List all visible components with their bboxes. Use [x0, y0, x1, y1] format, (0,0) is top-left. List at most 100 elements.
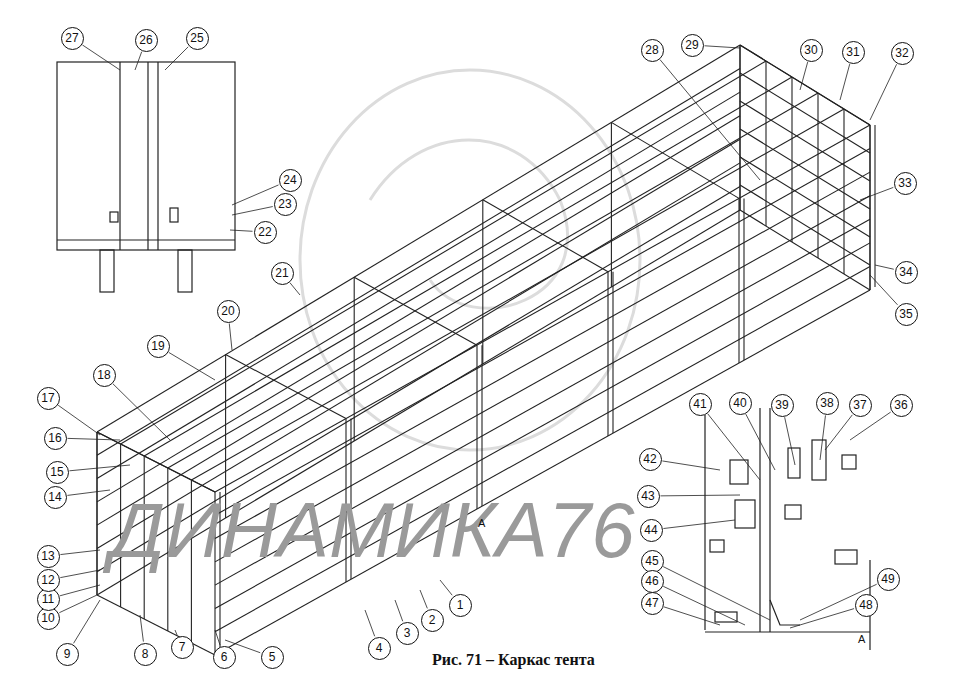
callout-text: 38 [820, 397, 833, 409]
leader-lines [58, 45, 897, 653]
watermark: ДИНАМИКА76 [110, 485, 635, 576]
side-post [874, 125, 875, 287]
callout-number: 17 [37, 387, 60, 410]
callout-number: 47 [641, 592, 664, 615]
callout-number: 42 [639, 448, 662, 471]
callout-text: 41 [693, 398, 706, 410]
callout-number: 9 [56, 643, 79, 666]
roof-slat [168, 93, 818, 468]
callout-text: 39 [775, 399, 788, 411]
callout-text: 40 [733, 397, 746, 409]
callout-text: 28 [645, 44, 658, 56]
leader-line [59, 595, 97, 613]
leader-line [365, 610, 375, 636]
callout-text: 36 [894, 399, 907, 411]
callout-number: 12 [37, 569, 60, 592]
side-slat [215, 266, 870, 631]
callout-number: 37 [849, 394, 872, 417]
leader-line [69, 465, 130, 471]
callout-text: 15 [50, 466, 63, 478]
leader-line [800, 62, 808, 90]
far-post [482, 200, 483, 364]
callout-text: 27 [65, 32, 78, 44]
leader-line [660, 60, 760, 180]
callout-number: 24 [279, 169, 302, 192]
callout-text: 12 [41, 574, 54, 586]
callout-number: 19 [147, 335, 170, 358]
callout-number: 34 [895, 261, 918, 284]
leader-line [660, 495, 740, 497]
callout-text: 1 [457, 599, 464, 611]
callout-text: 17 [41, 392, 54, 404]
roof-slat [121, 61, 766, 444]
callout-number: 2 [421, 609, 444, 632]
callout-number: 21 [271, 262, 294, 285]
callout-text: 7 [179, 641, 186, 653]
callout-number: 44 [640, 519, 663, 542]
bottom-rail [215, 290, 870, 655]
callout-number: 16 [44, 427, 67, 450]
leader-line [704, 46, 740, 48]
tent-frame [97, 45, 875, 655]
leader-line [67, 438, 120, 440]
far-slat [97, 139, 740, 525]
leader-line [229, 323, 232, 350]
callout-text: 5 [269, 651, 276, 663]
callout-number: 40 [729, 392, 752, 415]
side-slat [215, 149, 870, 516]
callout-number: 15 [46, 461, 69, 484]
rear-door-inset [57, 62, 235, 292]
callout-text: 6 [221, 651, 228, 663]
leader-line [746, 414, 775, 470]
callout-text: 10 [41, 612, 54, 624]
callout-number: 13 [37, 545, 60, 568]
callout-number: 22 [254, 221, 277, 244]
side-post [612, 272, 613, 433]
far-post [611, 122, 612, 287]
callout-text: 42 [643, 453, 656, 465]
callout-text: 4 [376, 642, 383, 654]
leader-line [60, 570, 100, 578]
callout-number: 32 [891, 42, 914, 65]
side-post [743, 198, 744, 360]
leader-line [662, 461, 720, 470]
leader-line [790, 609, 854, 628]
far-slat [97, 92, 740, 478]
callout-number: 41 [689, 393, 712, 416]
leader-line [420, 590, 427, 608]
callout-number: 28 [641, 39, 664, 62]
callout-number: 1 [449, 594, 472, 617]
callout-text: 13 [41, 550, 54, 562]
callout-text: 46 [645, 575, 658, 587]
callout-number: 26 [135, 29, 158, 52]
leader-line [875, 265, 894, 269]
leader-line [82, 45, 120, 70]
side-post [476, 345, 477, 509]
callout-text: 9 [64, 648, 71, 660]
leader-line [215, 630, 220, 645]
side-post [607, 272, 608, 436]
view-marker: А [858, 633, 865, 645]
callout-text: 14 [48, 491, 61, 503]
callout-number: 48 [855, 594, 878, 617]
watermark-logo [300, 70, 640, 450]
callout-number: 30 [800, 39, 823, 62]
leader-line [135, 52, 142, 70]
callout-text: 34 [899, 266, 912, 278]
callout-text: 31 [846, 46, 859, 58]
leader-line [60, 550, 100, 555]
leader-line [840, 64, 850, 100]
far-post [354, 277, 355, 441]
callout-number: 46 [641, 570, 664, 593]
callout-text: 20 [221, 305, 234, 317]
leader-line [800, 584, 877, 620]
figure-caption: Рис. 71 – Каркас тента [432, 651, 595, 669]
far-top-rail [97, 45, 740, 432]
callout-text: 30 [804, 44, 817, 56]
callout-number: 3 [396, 622, 419, 645]
callout-text: 19 [151, 340, 164, 352]
far-slat [97, 116, 740, 502]
front-bottom [97, 595, 215, 655]
